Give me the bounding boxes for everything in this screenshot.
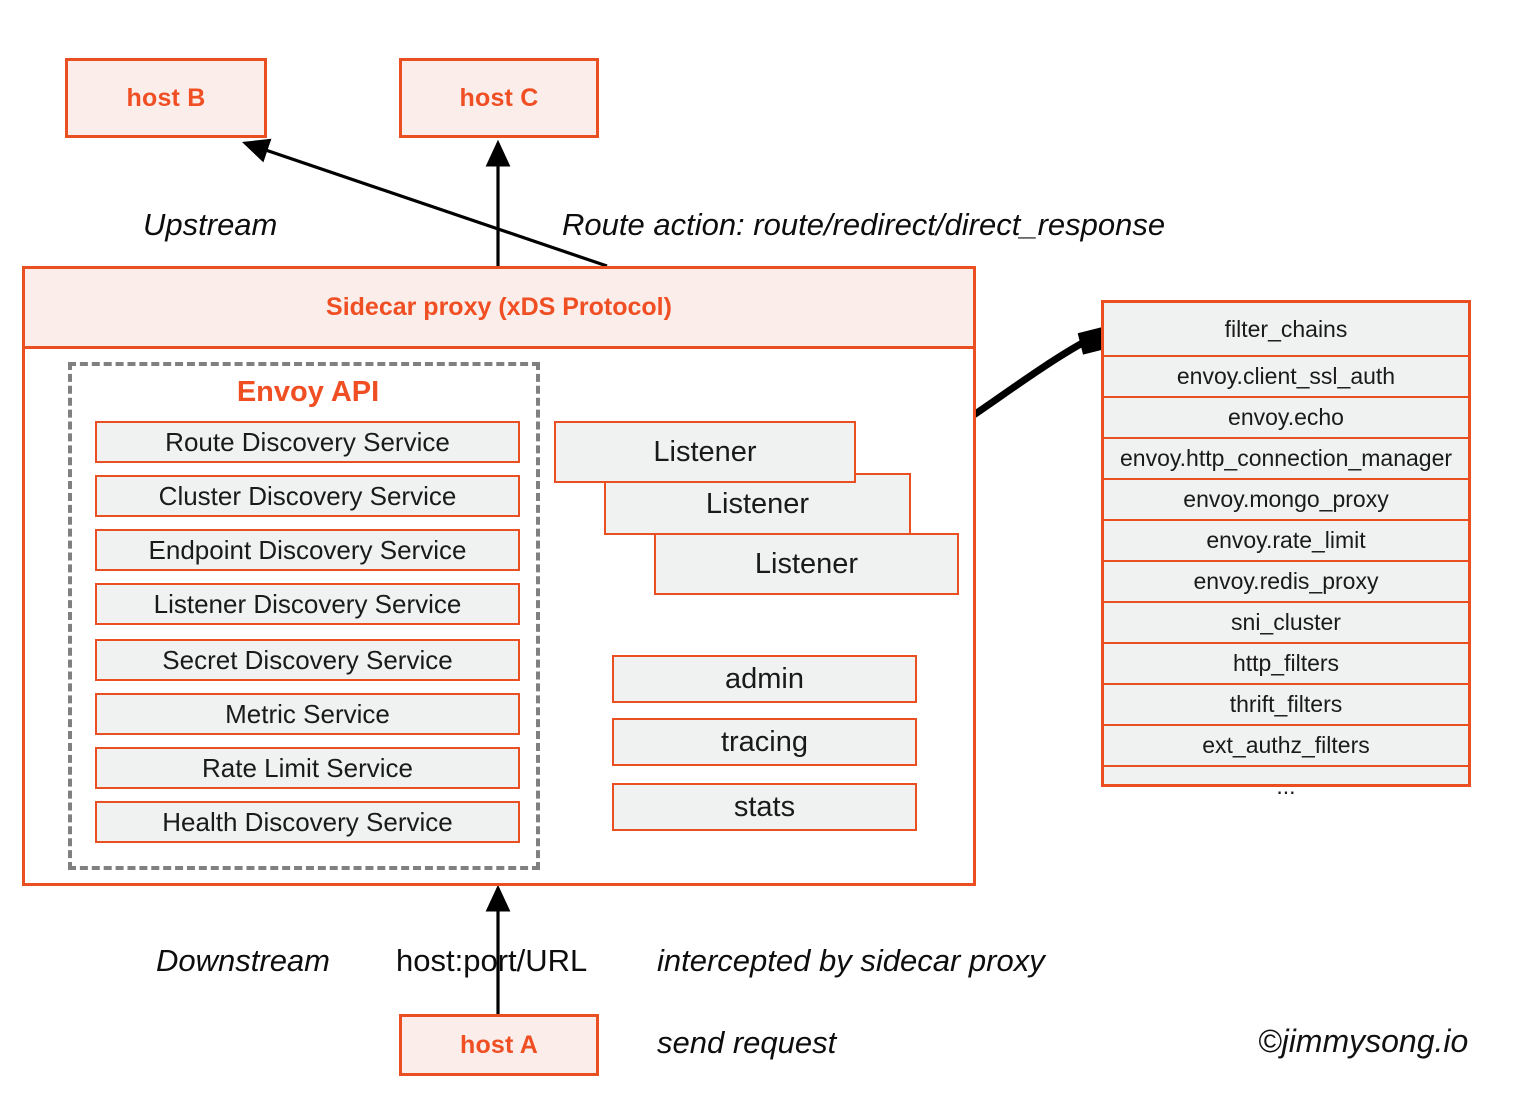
filter-row-client-ssl-auth[interactable]: envoy.client_ssl_auth — [1104, 357, 1468, 398]
service-label: Metric Service — [225, 698, 390, 729]
listener-label: Listener — [705, 487, 810, 520]
filter-row-sni-cluster[interactable]: sni_cluster — [1104, 603, 1468, 644]
filter-label: envoy.client_ssl_auth — [1176, 363, 1396, 389]
sidecar-proxy-container: Sidecar proxy (xDS Protocol) Envoy API R… — [22, 266, 976, 886]
listener-box-3[interactable]: Listener — [654, 533, 959, 595]
listener-box-2[interactable]: Listener — [604, 473, 911, 535]
host-b-label: host B — [126, 83, 206, 112]
filter-row-ext-authz-filters[interactable]: ext_authz_filters — [1104, 726, 1468, 767]
service-label: Secret Discovery Service — [162, 644, 453, 675]
filter-row-filter-chains[interactable]: filter_chains — [1104, 303, 1468, 357]
listener-label: Listener — [653, 435, 757, 468]
service-label: Endpoint Discovery Service — [148, 534, 467, 565]
subsystem-stats[interactable]: stats — [612, 783, 917, 831]
subsystem-tracing[interactable]: tracing — [612, 718, 917, 766]
host-b-box[interactable]: host B — [65, 58, 267, 138]
subsystem-label: admin — [725, 662, 804, 695]
sidecar-proxy-header: Sidecar proxy (xDS Protocol) — [25, 269, 973, 349]
filter-row-http-filters[interactable]: http_filters — [1104, 644, 1468, 685]
filter-label: envoy.http_connection_manager — [1119, 445, 1453, 471]
route-action-label: Route action: route/redirect/direct_resp… — [562, 207, 1166, 242]
service-route-discovery[interactable]: Route Discovery Service — [95, 421, 520, 463]
envoy-api-title: Envoy API — [236, 376, 380, 408]
filter-label: envoy.mongo_proxy — [1183, 486, 1389, 512]
service-secret-discovery[interactable]: Secret Discovery Service — [95, 639, 520, 681]
service-label: Cluster Discovery Service — [158, 480, 457, 511]
filter-label: thrift_filters — [1229, 691, 1343, 717]
filter-label: envoy.redis_proxy — [1193, 568, 1379, 594]
service-label: Route Discovery Service — [165, 426, 450, 457]
filter-row-thrift-filters[interactable]: thrift_filters — [1104, 685, 1468, 726]
filter-label: envoy.echo — [1228, 404, 1344, 430]
sidecar-proxy-title: Sidecar proxy (xDS Protocol) — [326, 293, 672, 321]
host-c-box[interactable]: host C — [399, 58, 599, 138]
intercepted-label: intercepted by sidecar proxy — [657, 943, 1045, 978]
filter-row-redis-proxy[interactable]: envoy.redis_proxy — [1104, 562, 1468, 603]
filter-row-echo[interactable]: envoy.echo — [1104, 398, 1468, 439]
send-request-label: send request — [657, 1025, 837, 1060]
service-listener-discovery[interactable]: Listener Discovery Service — [95, 583, 520, 625]
service-label: Listener Discovery Service — [153, 588, 462, 619]
filter-label: http_filters — [1232, 650, 1340, 676]
filter-row-rate-limit[interactable]: envoy.rate_limit — [1104, 521, 1468, 562]
subsystem-label: tracing — [720, 725, 809, 758]
downstream-label: Downstream — [156, 943, 330, 978]
filter-row-http-connection-manager[interactable]: envoy.http_connection_manager — [1104, 439, 1468, 480]
service-endpoint-discovery[interactable]: Endpoint Discovery Service — [95, 529, 520, 571]
envoy-api-group: Envoy API Route Discovery Service Cluste… — [68, 362, 540, 870]
host-c-label: host C — [459, 83, 539, 112]
filter-row-mongo-proxy[interactable]: envoy.mongo_proxy — [1104, 480, 1468, 521]
filter-label: sni_cluster — [1231, 609, 1341, 635]
upstream-label: Upstream — [143, 207, 278, 242]
host-a-label: host A — [459, 1030, 539, 1059]
filter-label: ... — [1276, 773, 1296, 799]
service-label: Rate Limit Service — [202, 752, 413, 783]
host-a-box[interactable]: host A — [399, 1014, 599, 1076]
host-port-url-label: host:port/URL — [396, 943, 588, 978]
service-metric[interactable]: Metric Service — [95, 693, 520, 735]
watermark: ©jimmysong.io — [1258, 1023, 1469, 1059]
service-cluster-discovery[interactable]: Cluster Discovery Service — [95, 475, 520, 517]
service-health-discovery[interactable]: Health Discovery Service — [95, 801, 520, 843]
filter-label: filter_chains — [1224, 315, 1348, 342]
subsystem-label: stats — [733, 790, 796, 823]
listener-box-1[interactable]: Listener — [554, 421, 856, 483]
filter-label: envoy.rate_limit — [1206, 527, 1366, 553]
subsystem-admin[interactable]: admin — [612, 655, 917, 703]
arrow-sidecar-to-host-b — [241, 138, 608, 268]
filter-label: ext_authz_filters — [1202, 732, 1370, 758]
filter-row-ellipsis[interactable]: ... — [1104, 767, 1468, 806]
service-label: Health Discovery Service — [162, 806, 453, 837]
filter-chains-list: filter_chains envoy.client_ssl_auth envo… — [1101, 300, 1471, 799]
service-rate-limit[interactable]: Rate Limit Service — [95, 747, 520, 789]
listener-label: Listener — [754, 547, 859, 580]
